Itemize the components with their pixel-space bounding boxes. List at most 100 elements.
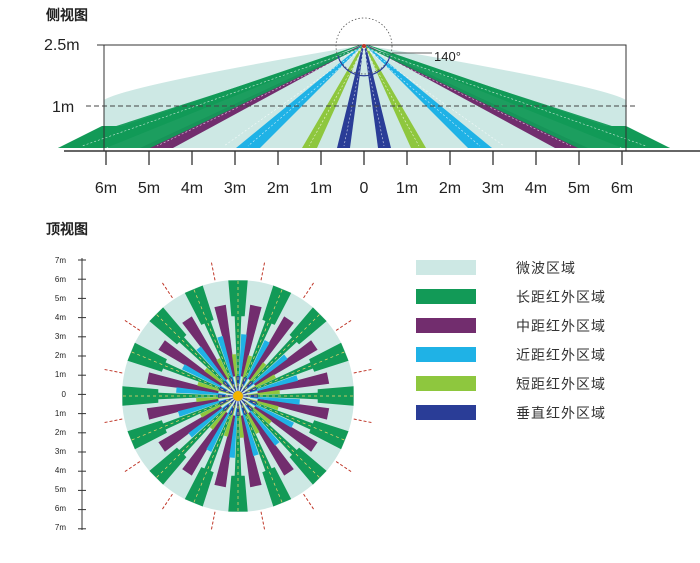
- mid-range-beam: [214, 415, 236, 488]
- distance-label: 2m: [439, 180, 461, 197]
- near-range-beam: [236, 45, 363, 148]
- long-range-beam: [245, 361, 315, 394]
- mid-range-beam: [182, 316, 228, 381]
- detection-ray: [303, 280, 316, 299]
- long-range-beam: [184, 285, 214, 325]
- short-range-beam: [216, 358, 235, 390]
- scale-label: 5m: [55, 485, 66, 494]
- long-range-beam: [108, 46, 364, 148]
- detection-ray: [353, 418, 374, 424]
- long-range-beam: [262, 467, 292, 507]
- angle-arc: [337, 55, 391, 77]
- vertical-beam: [218, 386, 235, 395]
- scale-label: 0: [62, 390, 67, 399]
- sensor-dot: [362, 44, 366, 48]
- long-range-beam: [184, 467, 214, 507]
- legend-label: 中距红外区域: [516, 319, 606, 335]
- short-range-beam: [204, 367, 233, 392]
- near-range-beam: [206, 406, 233, 452]
- scale-label: 1m: [55, 409, 66, 418]
- long-range-beam: [228, 475, 248, 512]
- long-range-beam: [245, 398, 315, 431]
- long-range-beam: [262, 285, 292, 325]
- long-range-beam: [228, 280, 248, 317]
- sensor-center: [233, 391, 243, 401]
- near-range-beam: [238, 334, 247, 385]
- long-range-beam: [127, 342, 167, 372]
- detection-ray: [260, 511, 266, 532]
- near-range-beam: [249, 396, 300, 405]
- long-range-beam: [246, 392, 320, 400]
- legend-label: 长距红外区域: [516, 290, 606, 306]
- beam-centerline: [363, 46, 481, 147]
- distance-label: 4m: [525, 180, 547, 197]
- beam-centerline: [363, 46, 647, 147]
- vertical-beam: [218, 397, 235, 406]
- scale-label: 3m: [55, 332, 66, 341]
- vertical-beam: [364, 45, 391, 148]
- legend-swatch-short-range: [416, 376, 476, 391]
- detection-ray: [122, 318, 141, 331]
- sensor-circle: [335, 17, 393, 75]
- vertical-beam: [239, 399, 248, 416]
- near-range-beam: [243, 340, 270, 386]
- short-range-beam: [242, 362, 267, 391]
- height-max-label: 2.5m: [44, 37, 80, 54]
- long-range-beam: [309, 420, 349, 450]
- short-range-beam: [196, 396, 231, 403]
- near-range-beam: [176, 387, 227, 396]
- legend-label: 微波区域: [516, 261, 576, 277]
- scale-bar: [78, 258, 86, 530]
- beam-centerline: [363, 46, 420, 147]
- detection-ray: [260, 260, 266, 281]
- near-range-beam: [246, 354, 288, 389]
- mid-range-beam: [158, 340, 223, 386]
- mid-range-beam: [240, 415, 262, 488]
- beam-centerline: [363, 46, 385, 147]
- distance-label: 1m: [310, 180, 332, 197]
- long-range-beam: [240, 403, 273, 473]
- mid-range-beam: [248, 411, 294, 476]
- long-range-beam: [317, 386, 354, 406]
- legend-label: 短距红外区域: [516, 377, 606, 393]
- near-range-beam: [182, 364, 228, 391]
- distance-label: 3m: [482, 180, 504, 197]
- long-range-beam: [234, 314, 242, 388]
- beam-centerline: [308, 46, 365, 147]
- height-mid-label: 1m: [52, 99, 74, 116]
- long-range-beam: [234, 404, 242, 478]
- vertical-beam: [228, 376, 237, 393]
- scale-label: 4m: [55, 466, 66, 475]
- detection-ray: [122, 461, 141, 474]
- long-range-beam: [161, 361, 231, 394]
- near-range-beam: [241, 407, 259, 457]
- short-range-beam: [244, 374, 276, 393]
- vertical-beam: [337, 45, 364, 148]
- distance-label: 0: [360, 180, 369, 197]
- top-view-title: 顶视图: [46, 221, 88, 238]
- vertical-beam: [241, 397, 258, 406]
- scale-label: 3m: [55, 447, 66, 456]
- detection-ray: [335, 318, 354, 331]
- mid-range-beam: [214, 304, 236, 377]
- near-range-beam: [188, 403, 230, 438]
- vertical-beam: [228, 399, 237, 416]
- scale-label: 7m: [55, 523, 66, 532]
- legend-swatch-long-range: [416, 289, 476, 304]
- detection-ray: [303, 493, 316, 512]
- mid-range-beam: [146, 398, 219, 420]
- mid-range-beam: [253, 340, 318, 386]
- short-range-beam: [200, 399, 232, 418]
- detection-ray: [160, 280, 173, 299]
- detection-ray: [210, 511, 216, 532]
- scale-label: 4m: [55, 313, 66, 322]
- near-range-beam: [196, 346, 231, 388]
- mid-range-beam: [257, 398, 330, 420]
- side-view-title: 侧视图: [46, 7, 88, 24]
- scale-label: 6m: [55, 504, 66, 513]
- mid-range-beam: [158, 406, 223, 452]
- mid-range-beam: [146, 372, 219, 394]
- near-range-beam: [229, 407, 238, 458]
- long-range-beam: [203, 319, 236, 389]
